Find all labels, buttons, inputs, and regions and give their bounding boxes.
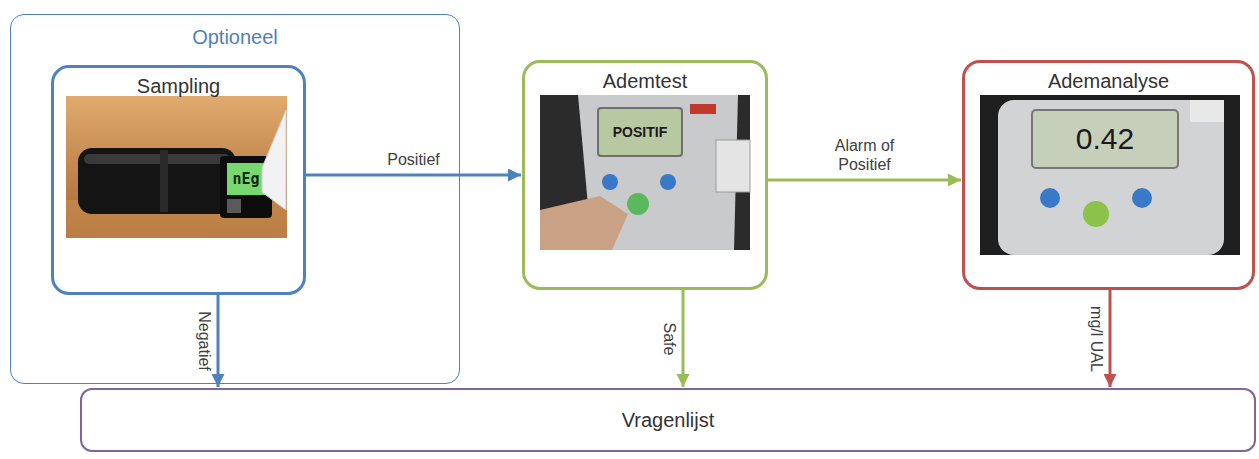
flow-arrow [768, 179, 961, 182]
node-title: Ademtest [603, 69, 687, 93]
questionnaire-band: Vragenlijst [80, 388, 1256, 452]
node-title: Vragenlijst [622, 408, 715, 432]
display-reading: POSITIF [613, 125, 667, 139]
edge-label: Positief [387, 150, 439, 169]
process-box: Ademtest [522, 60, 768, 290]
node-title: Ademanalyse [1048, 69, 1169, 93]
breath-analyser-photo [980, 95, 1240, 255]
node-title: Sampling [137, 74, 220, 98]
flow-arrow [1109, 290, 1112, 387]
optional-group: OptioneelSampling [10, 14, 460, 384]
edge-label: mg/l UAL [1086, 306, 1105, 372]
flow-arrow [682, 290, 685, 387]
edge-label: Safe [659, 322, 678, 355]
flow-arrow [217, 295, 220, 387]
display-reading: 0.42 [1076, 124, 1134, 154]
display-reading: nEg [232, 172, 259, 187]
group-title: Optioneel [192, 25, 278, 49]
process-box: Ademanalyse [962, 60, 1255, 290]
edge-label: Negatief [194, 311, 213, 371]
flow-arrow [306, 174, 521, 177]
sampler-photo [66, 96, 287, 238]
breath-tester-photo [540, 95, 750, 250]
edge-label: Alarm of Positief [823, 136, 907, 174]
process-box: Sampling [51, 65, 306, 295]
